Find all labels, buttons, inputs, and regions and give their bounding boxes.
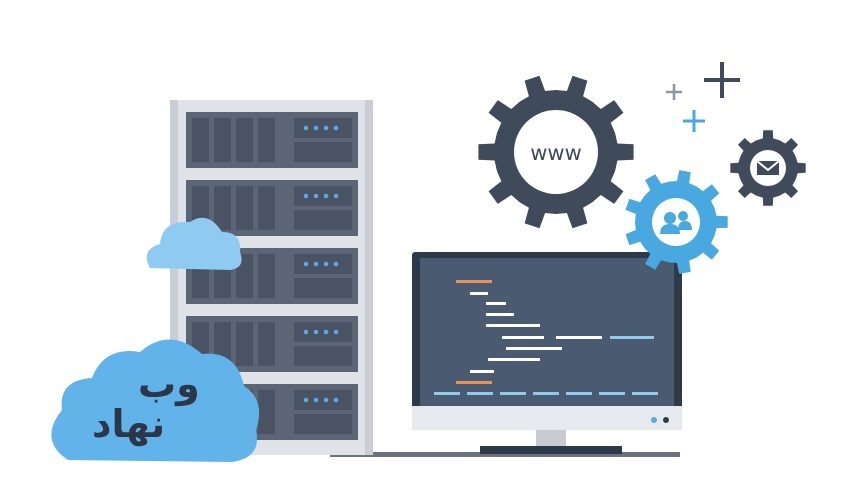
monitor-icon xyxy=(412,252,682,454)
code-line xyxy=(486,313,514,316)
ground-line xyxy=(330,452,680,457)
code-line xyxy=(470,292,488,295)
code-line xyxy=(456,280,492,283)
code-line xyxy=(467,392,493,395)
cloud-icon xyxy=(146,217,242,270)
www-gear-icon: www xyxy=(478,75,634,229)
code-line xyxy=(566,392,592,395)
code-line xyxy=(456,381,492,384)
code-line xyxy=(486,324,540,327)
logo-text-line2: نهاد xyxy=(92,402,166,446)
code-line xyxy=(506,347,562,350)
server-unit xyxy=(186,112,358,168)
code-line xyxy=(486,302,506,305)
logo-cloud-icon xyxy=(51,339,260,462)
code-line xyxy=(632,392,658,395)
www-label: www xyxy=(530,141,582,165)
code-line xyxy=(599,392,625,395)
plus-icon xyxy=(666,62,740,132)
code-line xyxy=(533,392,559,395)
mail-gear-icon xyxy=(730,130,806,206)
code-line xyxy=(502,336,544,339)
code-line xyxy=(500,392,526,395)
code-line xyxy=(488,358,540,361)
code-line xyxy=(470,370,494,373)
logo-text-line1: وب xyxy=(138,362,200,406)
code-line xyxy=(610,336,654,339)
code-line xyxy=(434,392,460,395)
users-gear-icon xyxy=(625,170,728,274)
code-line xyxy=(556,336,602,339)
